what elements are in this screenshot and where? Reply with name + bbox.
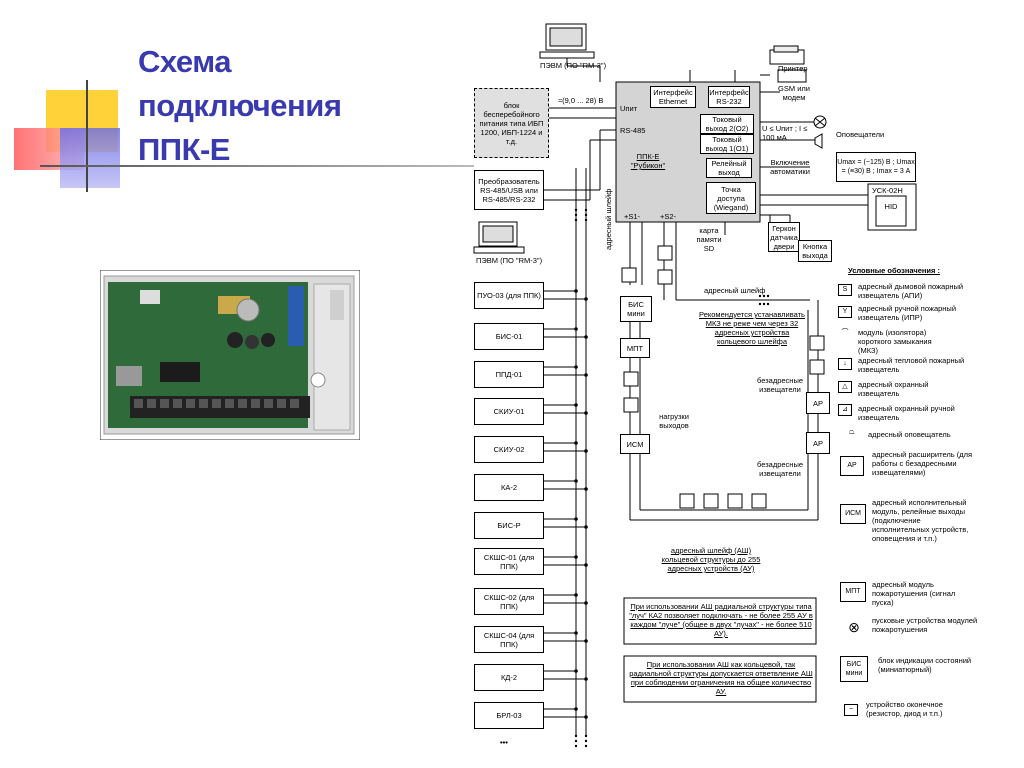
nonaddr-label-1: безадресные извещатели	[757, 376, 803, 394]
device-box: СКШС-02 (для ППК)	[474, 588, 544, 615]
converter-box: Преобразователь RS-485/USB или RS-485/RS…	[474, 170, 544, 210]
ups-box: блок бесперебойного питания типа ИБП 120…	[474, 88, 549, 158]
loads-label: нагрузки выходов	[659, 412, 689, 430]
device-box: БИС-Р	[474, 512, 544, 539]
nonaddr-label-2: безадресные извещатели	[757, 460, 803, 478]
current-spec: U ≤ Uпит ; I ≤ 100 мА	[762, 124, 808, 142]
legend-text: адресный тепловой пожарный извещатель	[858, 356, 965, 374]
legend-annunciator-icon: ⏢	[840, 428, 864, 440]
relay-out: Релейный выход	[706, 158, 752, 178]
current-out-1: Токовый выход 1(О1)	[700, 134, 754, 154]
rs485-label: RS-485	[620, 126, 646, 135]
unit-label: Uпит	[620, 104, 638, 113]
ring-branch-note: При использовании АШ как кольцевой, так …	[629, 660, 813, 696]
legend-text: модуль (изолятора) короткого замыкания (…	[858, 328, 932, 355]
title-line-2: подключения	[138, 88, 342, 123]
hid-label: HID	[884, 202, 898, 211]
memcard-label: карта памяти SD	[696, 226, 722, 253]
device-box: ППД-01	[474, 361, 544, 388]
legend-text: адресный дымовой пожарный извещатель (АП…	[858, 282, 964, 300]
s1-label: +S1-	[624, 212, 641, 221]
legend-text: адресный модуль пожаротушения (сигнал пу…	[872, 580, 956, 607]
legend-text: адресный охранный ручной извещатель	[858, 404, 955, 422]
pc-bottom-label: ПЭВМ (ПО "RM-3")	[476, 256, 543, 265]
addr-loop-vertical: адресный шлейф	[604, 188, 613, 250]
legend-heat-icon: ↓	[838, 358, 852, 370]
device-box: КД-2	[474, 664, 544, 691]
deco-horizontal-line	[40, 165, 474, 167]
ism-box: ИСМ	[620, 434, 650, 454]
bis-mini-box: БИС мини	[620, 296, 652, 322]
pc-top-label: ПЭВМ (ПО "RM-3")	[540, 61, 607, 70]
legend-ism-icon: ИСМ	[840, 504, 866, 524]
ring-note: адресный шлейф (АШ) кольцевой структуры …	[661, 546, 761, 573]
s2-label: +S2-	[660, 212, 677, 221]
legend-text: адресный исполнительный модуль, релейные…	[872, 498, 969, 543]
current-out-2: Токовый выход 2(О2)	[700, 114, 754, 134]
printer-label: Принтер	[778, 64, 808, 73]
access-point: Точка доступа (Wiegand)	[706, 182, 756, 214]
legend-launch-icon: ⊗	[844, 620, 864, 640]
gsm-label: GSM или модем	[778, 84, 810, 102]
device-box: БИС-01	[474, 323, 544, 350]
addr-loop-h: адресный шлейф	[704, 286, 766, 295]
device-box: СКШС-01 (для ППК)	[474, 548, 544, 575]
radial-note: При использовании АШ радиальной структур…	[629, 602, 813, 638]
legend-text: адресный оповещатель	[868, 430, 951, 439]
device-box: СКШС-04 (для ППК)	[474, 626, 544, 653]
legend-text: адресный охранный извещатель	[858, 380, 929, 398]
ar-box-1: АР	[806, 392, 830, 414]
legend-text: устройство оконечное (резистор, диод и т…	[866, 700, 943, 718]
legend-terminator-icon: −	[844, 704, 858, 716]
deco-vertical-line	[86, 80, 88, 192]
auto-on-label: Включение автоматики	[770, 158, 810, 176]
umax-spec: Umax = (~125) В ; Umax = (≡30) В ; Imax …	[836, 152, 916, 182]
button-box: Кнопка выхода	[798, 240, 832, 262]
device-box: ПУО-03 (для ППК)	[474, 282, 544, 309]
recommend-note: Рекомендуется устанавливать МКЗ не реже …	[699, 310, 805, 346]
gerkon-box: Геркон датчика двери	[768, 222, 800, 252]
device-box: СКИУ-02	[474, 436, 544, 463]
legend-text: пусковые устройства модулей пожаротушени…	[872, 616, 978, 634]
legend-text: блок индикации состояний (миниатюрный)	[878, 656, 972, 674]
legend-text: адресный расширитель (для работы с безад…	[872, 450, 973, 477]
slide-title: Схема подключения ППК-Е	[138, 40, 342, 172]
device-box: БРЛ-03	[474, 702, 544, 729]
legend-mpt-icon: МПТ	[840, 582, 866, 602]
voltage-label: ≈(9,0 ... 28) В	[558, 96, 604, 105]
device-ellipsis: •••	[500, 738, 508, 747]
iface-ethernet: Интерфейс Ethernet	[650, 86, 696, 108]
legend-manual-icon: Y	[838, 306, 852, 318]
legend-isolator-icon: ⌒	[838, 328, 852, 340]
title-line-1: Схема	[138, 44, 231, 79]
legend-security-icon: △	[838, 381, 852, 393]
mpt-box: МПТ	[620, 338, 650, 358]
legend-ar-icon: АР	[840, 456, 864, 476]
deco-blue-square	[60, 128, 120, 188]
legend-heading: Условные обозначения :	[848, 266, 940, 275]
legend-security-manual-icon: ⊿	[838, 404, 852, 416]
usk-label: УСК-02Н	[872, 186, 903, 195]
ppk-label: ППК-Е "Рубикон"	[630, 152, 666, 170]
title-line-3: ППК-Е	[138, 132, 230, 167]
device-box: СКИУ-01	[474, 398, 544, 425]
device-box: КА-2	[474, 474, 544, 501]
device-photo	[100, 270, 360, 440]
legend-bis-mini-icon: БИС мини	[840, 656, 868, 682]
legend-text: адресный ручной пожарный извещатель (ИПР…	[858, 304, 957, 322]
annunciators-label: Оповещатели	[836, 130, 885, 139]
iface-rs232: Интерфейс RS-232	[708, 86, 750, 108]
ar-box-2: АР	[806, 432, 830, 454]
legend-smoke-icon: S	[838, 284, 852, 296]
